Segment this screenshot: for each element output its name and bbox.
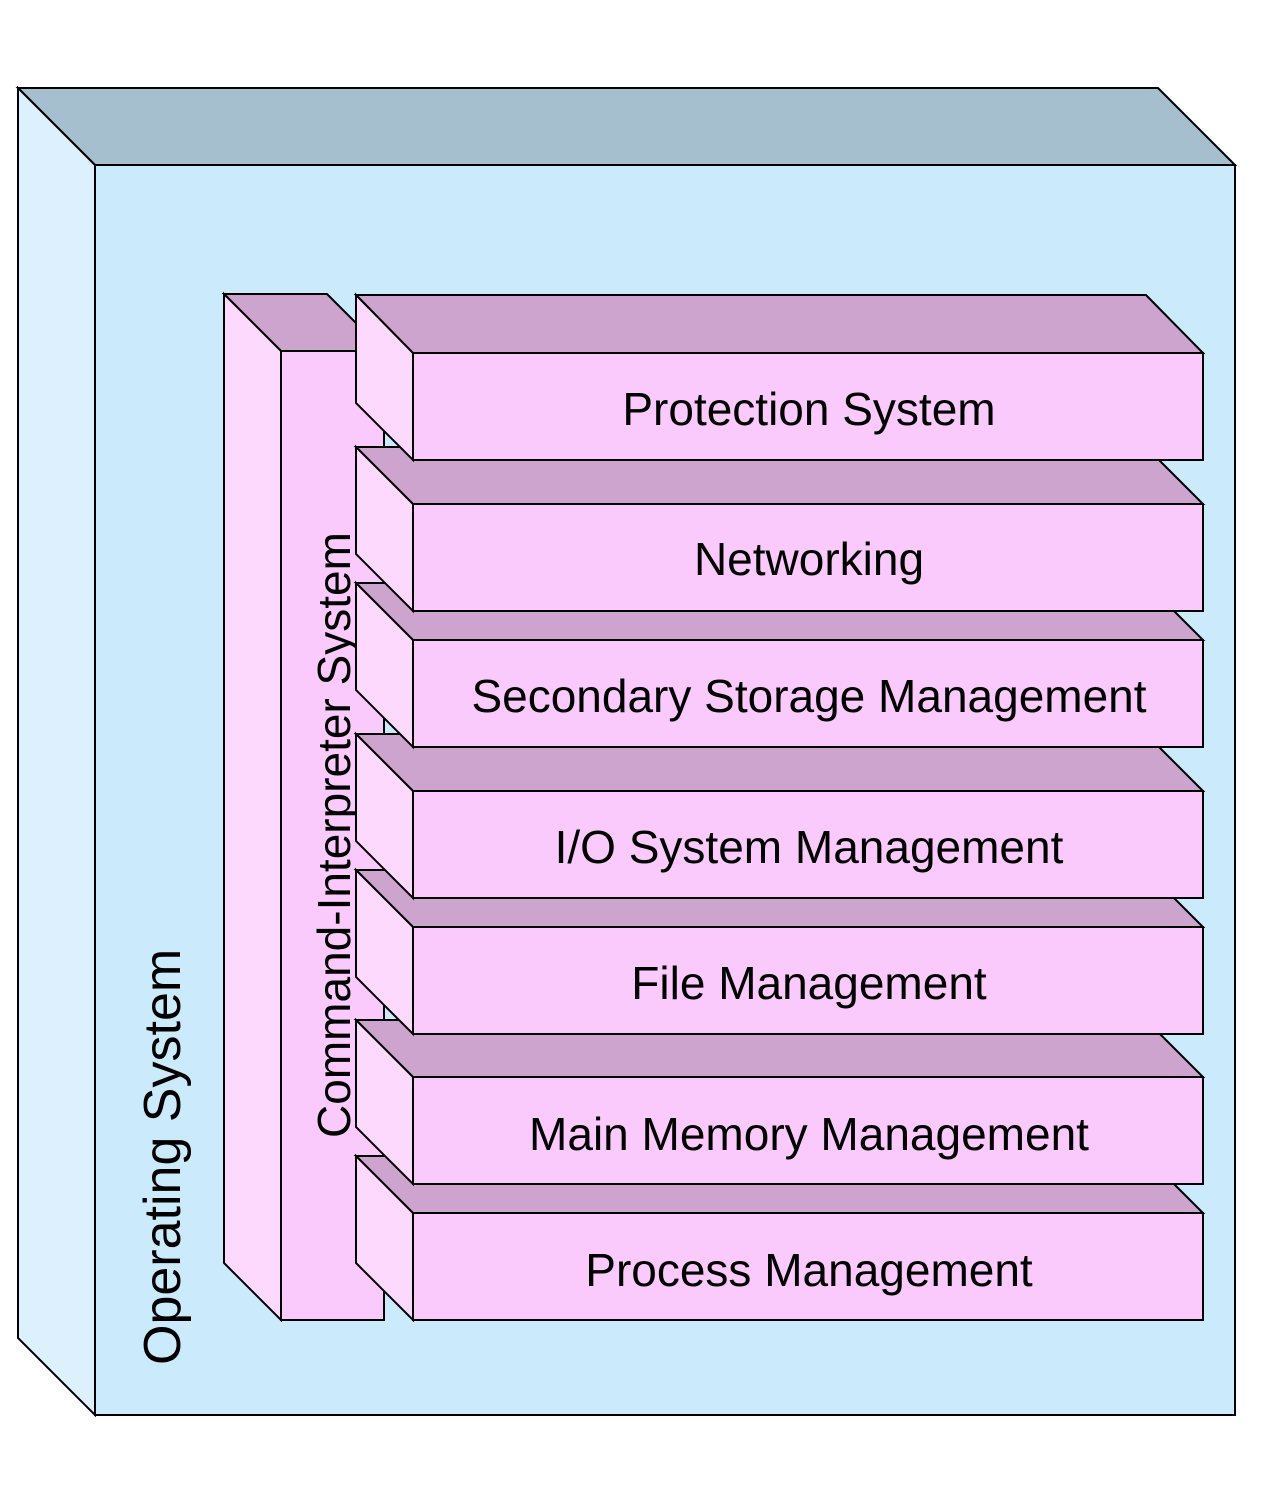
layer-label-networking: Networking — [694, 533, 924, 585]
layer-front-face — [412, 790, 1204, 899]
layer-io-system: I/O System Management — [353, 731, 1206, 901]
layer-label-process: Process Management — [585, 1244, 1033, 1296]
layer-label-protection: Protection System — [622, 383, 995, 435]
layer-top-face — [353, 294, 1206, 354]
command-interpreter-side-face — [223, 291, 282, 1323]
layers-stack: Process Management Main Memory Managemen… — [353, 292, 1206, 1323]
os-box-top-face — [15, 87, 1238, 166]
layer-front-face — [412, 926, 1204, 1035]
layer-front-face — [412, 639, 1204, 748]
layer-front-face — [412, 503, 1204, 612]
command-interpreter-label: Command-Interpreter System — [308, 532, 360, 1138]
operating-system-label: Operating System — [134, 949, 192, 1365]
layer-secondary-storage: Secondary Storage Management — [353, 580, 1206, 750]
layer-label-main-memory: Main Memory Management — [529, 1108, 1089, 1160]
layer-front-face — [412, 1212, 1204, 1321]
layer-label-file: File Management — [631, 957, 987, 1009]
layer-front-face — [412, 1076, 1204, 1185]
layer-protection: Protection System — [353, 292, 1206, 463]
layer-front-face — [412, 352, 1204, 461]
layer-main-memory: Main Memory Management — [353, 1017, 1206, 1187]
layer-label-secondary-storage: Secondary Storage Management — [471, 670, 1146, 722]
os-box-side-face — [17, 85, 96, 1418]
layer-networking: Networking — [353, 444, 1206, 614]
layer-label-io-system: I/O System Management — [555, 821, 1064, 873]
